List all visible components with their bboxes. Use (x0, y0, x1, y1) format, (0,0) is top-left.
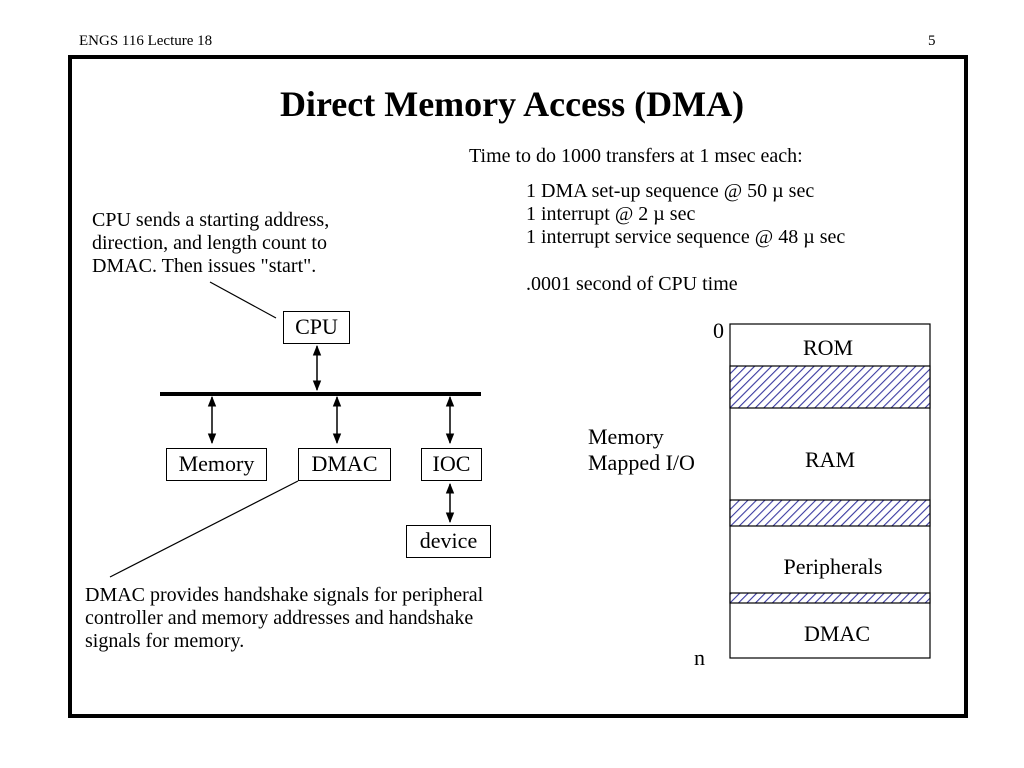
timing-line-interrupt: 1 interrupt @ 2 µ sec (526, 203, 696, 225)
timing-line-setup: 1 DMA set-up sequence @ 50 µ sec (526, 180, 815, 202)
device-box: device (406, 525, 491, 558)
timing-heading: Time to do 1000 transfers at 1 msec each… (469, 145, 803, 167)
memory-bottom-address: n (694, 645, 705, 670)
peripherals-region-label: Peripherals (783, 554, 883, 579)
cpu-box: CPU (283, 311, 350, 344)
io-hole-1 (729, 365, 931, 409)
slide-frame (68, 55, 968, 718)
timing-line-service: 1 interrupt service sequence @ 48 µ sec (526, 226, 846, 248)
dmac-region-label: DMAC (803, 621, 870, 646)
slide-title: Direct Memory Access (DMA) (279, 84, 745, 124)
dmac-note-line-2: controller and memory addresses and hand… (85, 607, 474, 629)
memory-mapped-io-label-2: Mapped I/O (588, 450, 695, 475)
page-number: 5 (928, 33, 936, 49)
dmac-callout-line (109, 480, 299, 578)
cpu-note-line-1: CPU sends a starting address, (92, 209, 330, 231)
memory-box: Memory (166, 448, 267, 481)
timing-total: .0001 second of CPU time (526, 273, 738, 295)
memory-top-address: 0 (713, 318, 724, 343)
dmac-box: DMAC (298, 448, 391, 481)
ram-region-label: RAM (804, 447, 856, 472)
cpu-callout-line (209, 281, 277, 319)
io-hole-2 (729, 499, 931, 527)
dmac-note-line-1: DMAC provides handshake signals for peri… (85, 584, 484, 606)
ioc-box: IOC (421, 448, 482, 481)
cpu-note-line-2: direction, and length count to (92, 232, 327, 254)
rom-region-label: ROM (802, 335, 854, 360)
io-hole-3 (729, 592, 931, 604)
dmac-note-line-3: signals for memory. (85, 630, 245, 652)
cpu-note-line-3: DMAC. Then issues "start". (92, 255, 317, 277)
memory-mapped-io-label-1: Memory (588, 424, 664, 449)
course-header: ENGS 116 Lecture 18 (79, 33, 213, 49)
